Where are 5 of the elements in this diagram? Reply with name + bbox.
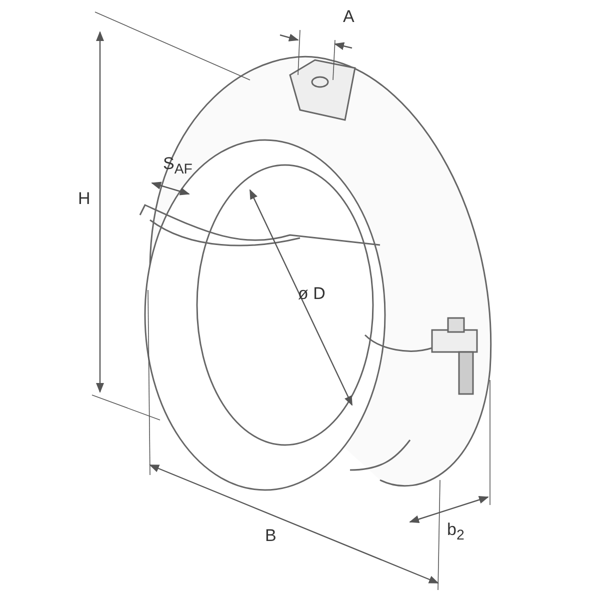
- dimension-label: b$_{2}$: [447, 521, 464, 543]
- dimension-label: B: [265, 527, 276, 544]
- dimension-label: ø D: [298, 285, 326, 302]
- dimension-label: A: [343, 8, 354, 25]
- dimension-label: H: [78, 190, 90, 207]
